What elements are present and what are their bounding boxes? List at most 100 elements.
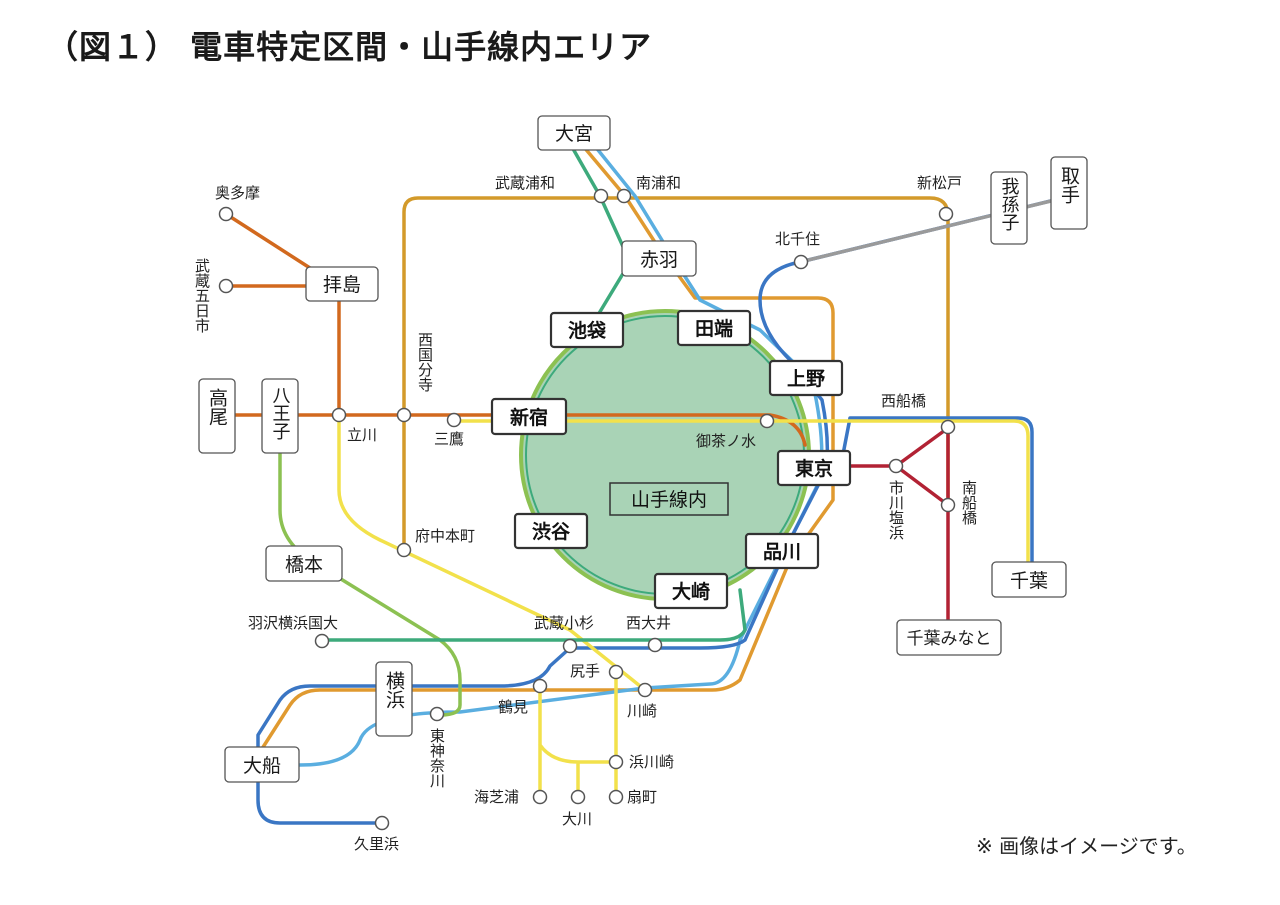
station-hazawa[interactable] xyxy=(314,633,330,649)
station-box-toride[interactable]: 取手 xyxy=(1050,156,1088,230)
yokohama-line xyxy=(278,448,462,717)
station-minami-funabashi[interactable] xyxy=(940,497,956,513)
svg-text:品川: 品川 xyxy=(763,541,801,563)
svg-text:千葉: 千葉 xyxy=(1010,570,1048,592)
station-ichikawa-shiohama[interactable] xyxy=(888,458,904,474)
station-box-hashimoto[interactable]: 橋本 xyxy=(265,545,343,582)
svg-text:橋本: 橋本 xyxy=(285,554,323,576)
label-nishi-funabashi: 西船橋 xyxy=(881,392,926,410)
major-station-shinjuku[interactable]: 新宿 xyxy=(490,397,568,436)
tsurumi-line xyxy=(538,670,618,799)
station-okawa[interactable] xyxy=(570,789,586,805)
station-nishi-oi[interactable] xyxy=(647,637,663,653)
svg-text:赤羽: 赤羽 xyxy=(640,249,678,271)
station-kita-senju[interactable] xyxy=(793,254,809,270)
sobu-local-line xyxy=(453,419,1030,572)
station-box-takao[interactable]: 高尾 xyxy=(198,378,236,454)
label-kurihama: 久里浜 xyxy=(354,835,399,853)
svg-text:新宿: 新宿 xyxy=(510,406,548,429)
svg-text:横浜: 横浜 xyxy=(383,671,405,709)
station-box-abiko[interactable]: 我孫子 xyxy=(990,171,1028,245)
station-box-chiba[interactable]: 千葉 xyxy=(991,561,1067,598)
yokosuka-line xyxy=(256,193,1077,825)
svg-text:高尾: 高尾 xyxy=(206,388,228,426)
station-musashi-kosugi[interactable] xyxy=(562,638,578,654)
station-box-akabane[interactable]: 赤羽 xyxy=(621,240,697,277)
station-higashi-kanagawa[interactable] xyxy=(429,706,445,722)
station-kawasaki[interactable] xyxy=(637,682,653,698)
saikyo-osaki-line xyxy=(320,588,747,642)
keihin-tohoku-line xyxy=(268,138,824,767)
image-note: ※ 画像はイメージです。 xyxy=(976,834,1197,858)
label-umi-shibaura: 海芝浦 xyxy=(474,788,519,806)
major-station-tokyo[interactable]: 東京 xyxy=(776,449,852,487)
tokaido-line xyxy=(256,138,835,757)
label-musashi-itsukaichi: 武蔵五日市 xyxy=(193,258,211,333)
label-musashi-urawa: 武蔵浦和 xyxy=(495,174,555,192)
nambu-line xyxy=(337,413,647,692)
station-kurihama[interactable] xyxy=(374,815,390,831)
major-station-ikebukuro[interactable]: 池袋 xyxy=(549,311,625,349)
station-ogimachi[interactable] xyxy=(608,789,624,805)
label-hazawa: 羽沢横浜国大 xyxy=(248,614,338,632)
station-umi-shibaura[interactable] xyxy=(532,789,548,805)
label-minami-urawa: 南浦和 xyxy=(636,174,681,192)
label-ichikawa-shiohama: 市川塩浜 xyxy=(887,480,905,540)
label-ochanomizu: 御茶ノ水 xyxy=(696,432,756,450)
svg-text:池袋: 池袋 xyxy=(568,319,607,342)
station-shin-matsudo[interactable] xyxy=(938,206,954,222)
svg-text:渋谷: 渋谷 xyxy=(532,520,571,543)
station-box-yokohama[interactable]: 横浜 xyxy=(375,661,413,737)
label-okawa: 大川 xyxy=(562,810,592,828)
keiyo-line xyxy=(848,426,950,622)
area-label: 山手線内 xyxy=(631,489,707,511)
major-station-ueno[interactable]: 上野 xyxy=(768,359,844,397)
station-ochanomizu[interactable] xyxy=(759,413,775,429)
station-nishi-funabashi[interactable] xyxy=(940,419,956,435)
station-box-hachioji[interactable]: 八王子 xyxy=(261,378,299,454)
station-nishi-kokubunji[interactable] xyxy=(396,407,412,423)
major-station-tabata[interactable]: 田端 xyxy=(676,309,752,347)
station-tsurumi[interactable] xyxy=(532,678,548,694)
station-hama-kawasaki[interactable] xyxy=(608,754,624,770)
station-musashi-urawa[interactable] xyxy=(593,188,609,204)
major-station-osaki[interactable]: 大崎 xyxy=(653,572,729,610)
svg-text:大崎: 大崎 xyxy=(672,580,710,603)
station-box-omiya[interactable]: 大宮 xyxy=(537,115,611,151)
major-station-shinagawa[interactable]: 品川 xyxy=(744,532,820,570)
svg-text:大船: 大船 xyxy=(243,755,281,777)
label-ogimachi: 扇町 xyxy=(627,788,657,806)
svg-text:取手: 取手 xyxy=(1058,166,1080,204)
station-musashi-itsukaichi[interactable] xyxy=(218,278,234,294)
major-station-shibuya[interactable]: 渋谷 xyxy=(513,512,589,550)
label-tachikawa: 立川 xyxy=(347,426,377,444)
svg-text:我孫子: 我孫子 xyxy=(999,177,1020,231)
page-title: （図１） 電車特定区間・山手線内エリア xyxy=(46,28,653,66)
label-minami-funabashi: 南船橋 xyxy=(960,480,978,525)
label-shitte: 尻手 xyxy=(570,662,600,680)
station-shitte[interactable] xyxy=(608,664,624,680)
station-minami-urawa[interactable] xyxy=(616,188,632,204)
sobu-rapid-line xyxy=(838,416,1034,572)
svg-text:拝島: 拝島 xyxy=(323,274,361,296)
label-okutama: 奥多摩 xyxy=(215,184,260,202)
label-mitaka: 三鷹 xyxy=(434,430,464,448)
station-mitaka[interactable] xyxy=(446,412,462,428)
label-tsurumi: 鶴見 xyxy=(498,698,528,716)
saikyo-line xyxy=(566,138,632,322)
station-box-chiba-minato[interactable]: 千葉みなと xyxy=(896,619,1002,656)
station-box-ofuna[interactable]: 大船 xyxy=(224,746,300,783)
label-musashi-kosugi: 武蔵小杉 xyxy=(534,614,594,632)
svg-text:八王子: 八王子 xyxy=(270,386,291,440)
station-okutama[interactable] xyxy=(218,206,234,222)
label-shin-matsudo: 新松戸 xyxy=(917,174,962,192)
svg-text:田端: 田端 xyxy=(695,317,733,340)
label-kita-senju: 北千住 xyxy=(775,230,820,248)
station-fuchu-hommachi[interactable] xyxy=(396,542,412,558)
small-stations xyxy=(218,188,956,831)
station-box-haijima[interactable]: 拝島 xyxy=(305,266,379,302)
svg-text:東京: 東京 xyxy=(795,457,833,480)
area-label-box xyxy=(609,482,729,516)
station-tachikawa[interactable] xyxy=(331,407,347,423)
